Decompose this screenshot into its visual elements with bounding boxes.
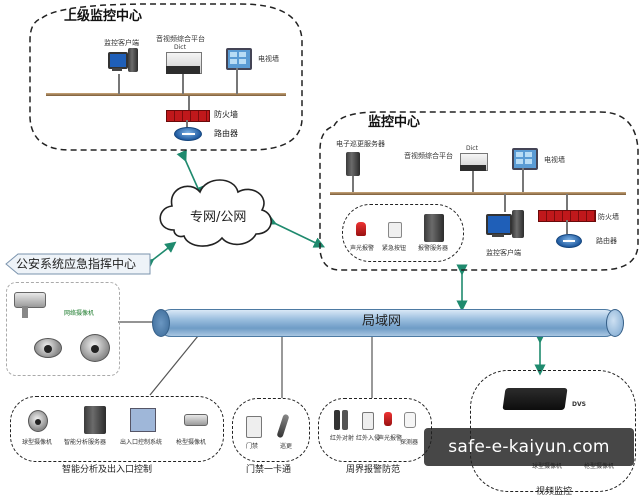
alarm-group — [342, 204, 464, 262]
group-smart-title: 智能分析及出入口控制 — [62, 465, 153, 475]
center-network-bus — [330, 192, 626, 195]
dome-camera-icon[interactable] — [28, 410, 48, 432]
detector-icon[interactable] — [404, 412, 416, 428]
emergency-button-icon — [388, 222, 402, 238]
network-cloud-label: 专网/公网 — [190, 210, 247, 225]
center-router-icon — [556, 234, 582, 248]
door-access-icon[interactable] — [246, 416, 262, 438]
left-camera-frame — [6, 282, 120, 376]
center-tvwall-label: 电视墙 — [544, 156, 565, 164]
alarm-light-icon[interactable] — [384, 412, 392, 426]
left-camera-label: 网络摄像机 — [64, 310, 95, 317]
group-perimeter-frame — [318, 398, 432, 462]
center-platform-label: 音视频综合平台 — [404, 152, 453, 160]
center-client-label: 监控客户端 — [486, 249, 521, 257]
video-item-2: 球型摄像机 — [532, 463, 563, 470]
server-tower-icon[interactable] — [346, 152, 360, 176]
access-item-2: 巡更 — [280, 443, 293, 450]
lan-pipe-right-end — [606, 309, 624, 337]
group-video-title: 视频监控 — [536, 487, 573, 497]
upper-platform-brand: Dict — [174, 44, 186, 51]
group-smart-frame — [10, 396, 224, 462]
cloud-icon — [159, 179, 272, 247]
center-platform-brand: Dict — [466, 145, 478, 152]
upper-platform-label: 音视频综合平台 — [156, 35, 205, 43]
dvs-label: DVS — [572, 401, 586, 408]
upper-network-bus — [46, 93, 286, 96]
server-tower-icon[interactable] — [84, 406, 106, 434]
emergency-center-label: 公安系统应急指挥中心 — [16, 257, 137, 271]
upper-router-icon — [174, 127, 202, 141]
tv-wall-icon — [226, 48, 252, 70]
perimeter-item-4: 探测器 — [400, 439, 419, 446]
smart-item-1: 球型摄像机 — [22, 439, 53, 446]
alarm-light-icon — [356, 222, 366, 236]
access-control-system-icon[interactable] — [130, 408, 156, 432]
alarm-server-icon — [424, 214, 444, 242]
upper-firewall-label: 防火墙 — [214, 110, 238, 119]
alarm-item-3: 报警服务器 — [418, 245, 449, 252]
upper-router-label: 路由器 — [214, 129, 238, 138]
smart-item-4: 枪型摄像机 — [176, 439, 207, 446]
upper-firewall-icon — [166, 110, 210, 122]
lan-label: 局域网 — [362, 314, 402, 329]
computer-icon — [486, 214, 512, 235]
center-firewall-label: 防火墙 — [598, 213, 619, 221]
perimeter-item-1: 红外对射 — [330, 435, 355, 442]
sync-server-label: 电子巡更服务器 — [336, 140, 385, 148]
dvs-device-icon[interactable] — [502, 388, 568, 410]
alarm-item-1: 声光报警 — [350, 245, 375, 252]
group-access-frame — [232, 398, 310, 462]
watermark-banner: safe-e-kaiyun.com — [424, 428, 634, 466]
infrared-intrusion-icon[interactable] — [362, 412, 374, 430]
smart-item-3: 出入口控制系统 — [120, 439, 163, 446]
perimeter-item-3: 声光报警 — [378, 435, 403, 442]
center-router-label: 路由器 — [596, 237, 617, 245]
access-item-1: 门禁 — [246, 443, 259, 450]
bullet-camera-icon[interactable] — [184, 414, 208, 426]
alarm-item-2: 紧急按钮 — [382, 245, 407, 252]
upper-client-label: 监控客户端 — [104, 39, 139, 47]
smart-item-2: 智能分析服务器 — [64, 439, 107, 446]
upper-tvwall-label: 电视墙 — [258, 55, 279, 63]
lan-pipe-body — [158, 309, 618, 337]
dome-camera-icon[interactable] — [34, 338, 62, 358]
tv-wall-icon — [512, 148, 538, 170]
infrared-beam-icon[interactable] — [334, 410, 340, 430]
emergency-banner-shape — [5, 253, 151, 275]
bullet-camera-icon[interactable] — [14, 292, 46, 308]
lan-pipe-left-end — [152, 309, 170, 337]
ptz-camera-icon[interactable] — [80, 334, 110, 362]
group-access-title: 门禁一卡通 — [246, 465, 292, 475]
upper-center-title: 上级监控中心 — [64, 9, 143, 24]
group-perimeter-title: 周界报警防范 — [346, 465, 401, 475]
perimeter-item-2: 红外入侵 — [356, 435, 381, 442]
monitor-center-title: 监控中心 — [368, 115, 421, 130]
video-item-3: 枪型摄像机 — [584, 463, 615, 470]
